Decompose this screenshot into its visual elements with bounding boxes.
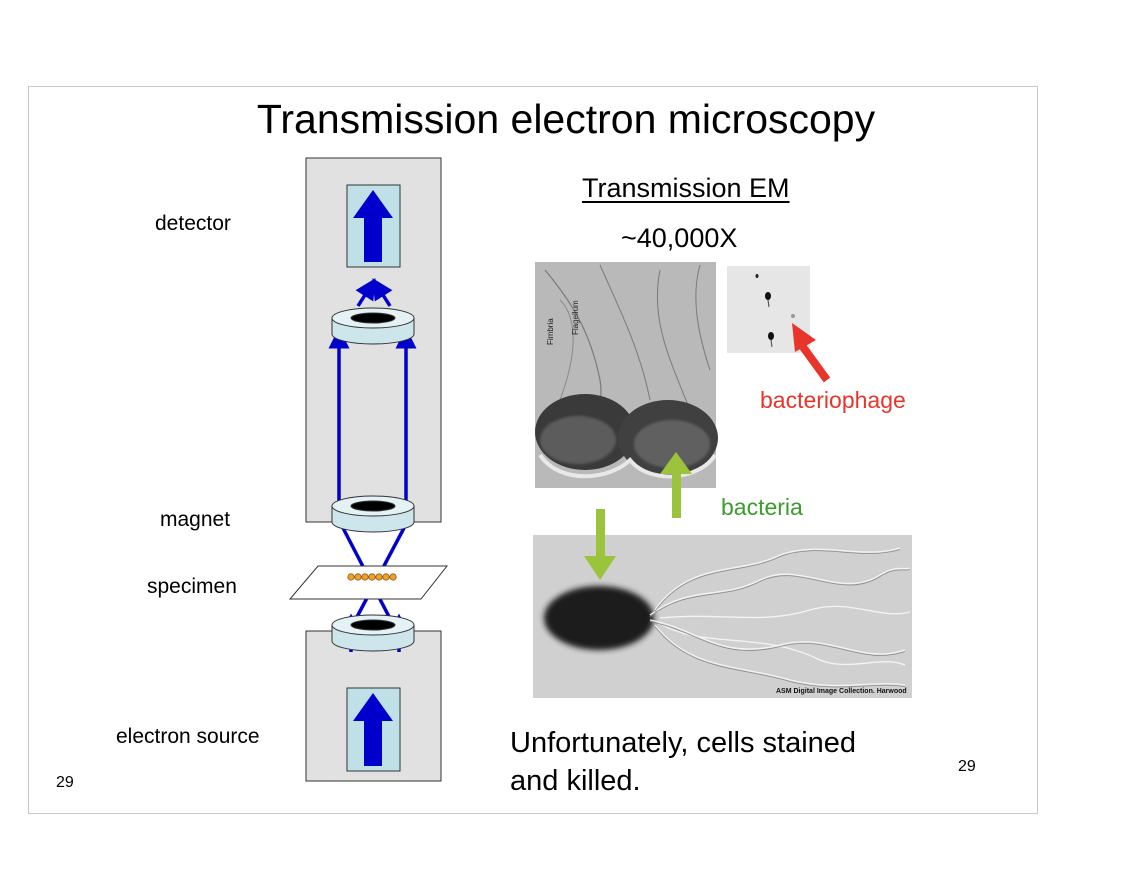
magnet-lens	[331, 495, 415, 533]
caption: Unfortunately, cells stained and killed.	[510, 724, 856, 800]
lower-lens	[331, 614, 415, 652]
electron-source-label: electron source	[116, 725, 260, 748]
image-credit: ASM Digital Image Collection. Harwood	[776, 688, 907, 695]
magnet-label: magnet	[160, 508, 231, 531]
page-number-left: 29	[56, 774, 74, 791]
specimen-plane	[288, 565, 449, 600]
source-arrow-icon	[346, 687, 401, 772]
phage-red-arrow-icon	[792, 323, 831, 383]
bacteria-micrograph: Fimbria Flagellum	[535, 262, 718, 488]
magnification-label: ~40,000X	[621, 223, 738, 253]
caption-line-1: Unfortunately, cells stained	[510, 727, 857, 759]
bacteriophage-label: bacteriophage	[760, 387, 906, 413]
specimen-label: specimen	[147, 575, 237, 598]
bacteria-label: bacteria	[721, 494, 803, 520]
fimbria-text: Fimbria	[546, 318, 555, 345]
detector-arrow-icon	[346, 184, 401, 268]
bacteria-green-down-arrow-icon	[584, 509, 616, 580]
slide-title: Transmission electron microscopy	[256, 96, 876, 142]
detector-label: detector	[155, 212, 231, 235]
caption-line-2: and killed.	[510, 765, 641, 797]
bacteria-green-up-arrow-icon	[660, 452, 692, 518]
subtitle-transmission-em: Transmission EM	[582, 173, 790, 203]
page-number-right: 29	[958, 758, 976, 775]
flagellum-text: Flagellum	[571, 300, 580, 335]
upper-lens	[331, 307, 415, 345]
